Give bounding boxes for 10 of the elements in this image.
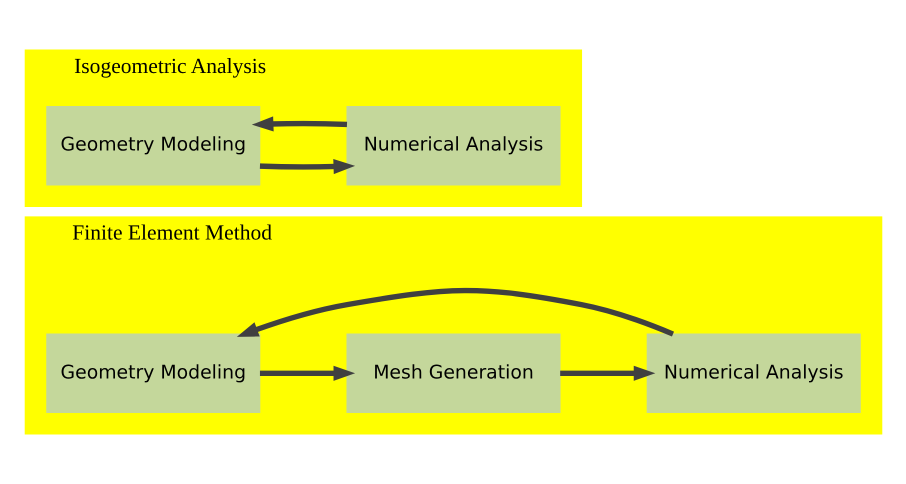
node-box: Numerical Analysis [346, 106, 560, 186]
arrow [251, 116, 347, 132]
arrow [259, 366, 355, 381]
node-box: Numerical Analysis [646, 334, 860, 413]
node-box: Geometry Modeling [46, 334, 260, 413]
arrow [259, 159, 355, 174]
arrow [560, 366, 655, 381]
arrow [236, 288, 674, 337]
node-box: Mesh Generation [346, 334, 560, 413]
node-box: Geometry Modeling [46, 106, 260, 186]
